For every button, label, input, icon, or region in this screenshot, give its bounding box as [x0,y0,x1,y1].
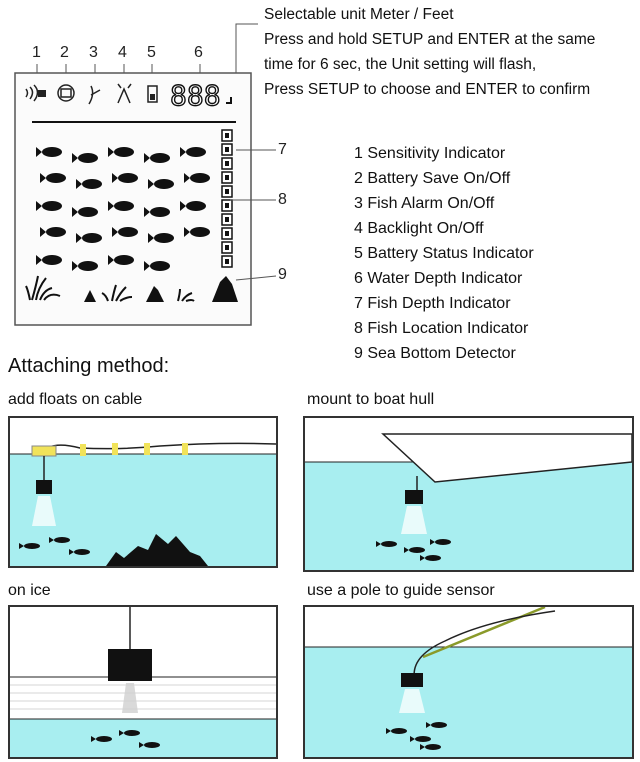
fish-alarm-icon [88,85,101,105]
legend-item: 2 Battery Save On/Off [354,170,511,187]
float-icon [112,443,118,455]
lcd-fish-icon [180,201,206,211]
fish-group-icon [386,722,447,750]
fish-depth-indicator [221,129,233,268]
lcd-fish-icon [76,179,102,189]
legend-item: 5 Battery Status Indicator [354,245,534,262]
caption-ice: on ice [8,582,51,599]
sea-bottom-detector [25,275,238,302]
fish-group-icon [91,730,160,748]
unit-note-line: Press SETUP to choose and ENTER to confi… [264,81,591,98]
backlight-icon [117,83,132,104]
callout-5: 5 [147,44,156,61]
floats-illustration [10,442,276,566]
lcd-fish-icon [40,173,66,183]
callout-9: 9 [278,266,287,283]
depth-segment-dot [225,259,229,264]
callout-1: 1 [32,44,41,61]
depth-segment-dot [225,217,229,222]
depth-segment-dot [225,189,229,194]
unit-note-line: time for 6 sec, the Unit setting will fl… [264,56,537,73]
float-icon [80,444,86,456]
sensitivity-icon [25,84,46,102]
sensor-icon [405,490,423,504]
float-icon [182,443,188,455]
lcd-fish-icon [144,207,170,217]
lcd-fish-icon [36,255,62,265]
legend-item: 9 Sea Bottom Detector [354,345,516,362]
depth-segment-dot [225,147,229,152]
callout-3: 3 [89,44,98,61]
caption-floats: add floats on cable [8,391,143,408]
unit-note-line: Selectable unit Meter / Feet [264,6,454,23]
fish-group-icon [376,539,451,561]
battery-save-icon [57,84,75,102]
depth-segment-dot [225,203,229,208]
depth-segment-dot [225,245,229,250]
lcd-fish-icon [112,173,138,183]
fish-location-indicator [36,147,210,271]
legend-item: 1 Sensitivity Indicator [354,145,506,162]
sensor-icon [36,480,52,494]
lcd-fish-icon [144,153,170,163]
callout-2: 2 [60,44,69,61]
lcd-fish-icon [108,147,134,157]
pole-illustration [305,607,632,757]
sensor-icon [401,673,423,687]
hull-illustration [305,433,632,570]
panel-on-ice [8,605,278,759]
unit-marker-icon [226,97,232,104]
legend-item: 3 Fish Alarm On/Off [354,195,495,212]
depth-segment-dot [225,161,229,166]
water-depth-digits: 888 [170,79,221,112]
ice-illustration [10,607,276,757]
lcd-fish-icon [108,201,134,211]
callout-8: 8 [278,191,287,208]
callout-7: 7 [278,141,287,158]
legend-item: 8 Fish Location Indicator [354,320,529,337]
lcd-fish-icon [36,201,62,211]
fish-group-icon [19,537,90,555]
legend-item: 7 Fish Depth Indicator [354,295,511,312]
panel-floats-on-cable [8,416,278,568]
boat-hull-icon [381,433,632,483]
lcd-fish-icon [112,227,138,237]
caption-hull: mount to boat hull [307,391,435,408]
lcd-fish-icon [72,153,98,163]
float-icon [144,443,150,455]
callout-4: 4 [118,44,127,61]
lcd-fish-icon [144,261,170,271]
panel-pole [303,605,634,759]
callout-6: 6 [194,44,203,61]
lcd-fish-icon [36,147,62,157]
lcd-fish-icon [72,207,98,217]
lcd-fish-icon [180,147,206,157]
legend-item: 4 Backlight On/Off [354,220,484,237]
caption-pole: use a pole to guide sensor [307,582,495,599]
sensor-icon [108,649,152,681]
lcd-fish-icon [108,255,134,265]
lcd-fish-icon [148,233,174,243]
lcd-fish-icon [148,179,174,189]
lcd-fish-icon [76,233,102,243]
depth-segment-dot [225,231,229,236]
seabed-icon [106,534,208,566]
panel-boat-hull [303,416,634,572]
lcd-fish-icon [72,261,98,271]
unit-note-line: Press and hold SETUP and ENTER at the sa… [264,31,596,48]
lcd-fish-icon [40,227,66,237]
float-icon [31,445,57,457]
battery-status-icon [147,85,158,103]
lcd-fish-icon [184,227,210,237]
legend-item: 6 Water Depth Indicator [354,270,523,287]
depth-segment-dot [225,175,229,180]
lcd-screen-art: 888 [14,23,277,326]
lcd-fish-icon [184,173,210,183]
attaching-heading: Attaching method: [8,355,170,377]
depth-segment-dot [225,133,229,138]
